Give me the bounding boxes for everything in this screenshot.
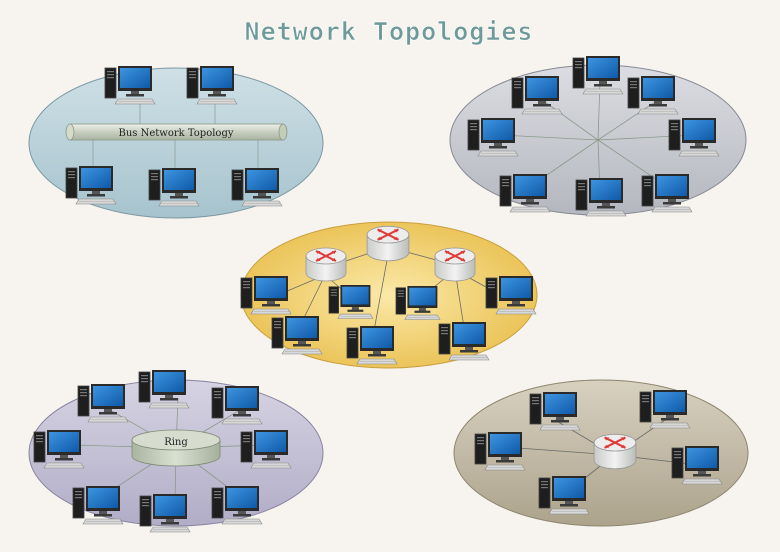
bus-topology: Bus Network Topology xyxy=(28,66,324,219)
ring-topology: Ring xyxy=(28,370,324,533)
router-star-topology xyxy=(453,379,749,527)
router-icon xyxy=(305,247,347,282)
page-title: Network Topologies xyxy=(245,17,534,46)
router-icon xyxy=(434,247,476,282)
bus-label: Bus Network Topology xyxy=(119,128,234,139)
ring-device xyxy=(131,429,221,467)
router-icon xyxy=(593,433,637,470)
bus-cable xyxy=(65,123,288,141)
router-icon xyxy=(366,225,410,262)
star-topology xyxy=(449,56,747,217)
routed-topology xyxy=(240,221,538,369)
ring-label: Ring xyxy=(164,437,188,448)
